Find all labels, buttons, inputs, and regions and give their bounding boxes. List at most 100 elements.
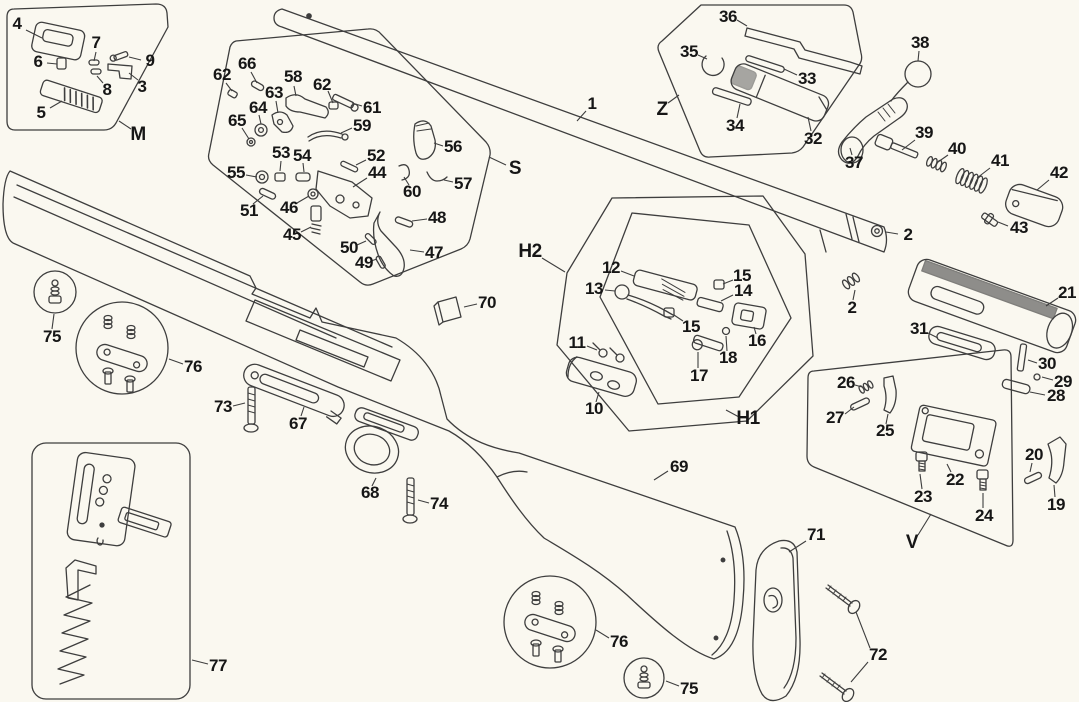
leader-line-29 [1041,376,1054,381]
leader-line-2 [885,231,899,235]
spring-2 [841,272,861,290]
nut-53 [274,172,286,182]
leader-line-4 [25,29,43,39]
bolt-handle-37 [837,97,908,164]
leader-line-5 [49,100,63,109]
leader-line-45 [300,226,312,233]
enclosure-z [657,4,863,158]
leader-line-13 [604,289,616,292]
leader-line-z [667,94,680,104]
leader-line-61 [351,102,363,107]
leader-line-55 [245,174,258,178]
block-16 [731,302,767,330]
leader-line-h2 [541,257,566,273]
leader-line-10 [595,391,600,403]
leader-line-14 [720,294,734,302]
clip-60 [398,164,410,181]
screw-73 [243,386,259,433]
pin-43 [981,212,999,227]
leader-line-52 [355,159,367,166]
loading-platform [928,325,996,361]
sight-base-4 [31,21,86,61]
nut-62b [328,101,339,110]
leader-line-1 [576,110,587,122]
leader-line-58 [293,85,297,97]
bracket-3 [107,63,133,80]
leader-line-21 [1045,297,1059,307]
spring-clip-57 [426,171,448,182]
enclosure-77 [31,442,191,700]
swivel-stud-75-bottom [637,665,651,689]
circle-76-top [75,301,169,395]
leader-line-15 [722,279,734,285]
leader-line-73 [232,402,246,407]
sight-slide-12 [632,269,698,301]
leader-line-48 [411,218,428,222]
leader-line-39 [901,139,916,151]
cylinder-54 [295,172,311,182]
nut-15b [663,307,675,318]
bolt-body-32 [730,63,830,122]
leader-line-16 [753,326,757,335]
leader-line-72 [855,611,871,649]
leader-line-8 [96,75,104,84]
part-28 [1001,378,1031,395]
pin-52 [340,160,359,173]
flat-spring-34 [711,87,752,106]
leader-line-42 [1036,179,1050,191]
leader-line-59 [340,127,353,134]
trigger-housing-44 [315,170,373,219]
screw-24 [976,469,989,491]
circle-75-bottom [623,657,665,699]
trigger-guard-68 [344,407,419,474]
enclosure-m [6,3,169,131]
recoil-pad-71 [752,539,801,702]
pin-48 [394,216,414,228]
lever-56 [413,120,436,160]
sear-bracket-58 [285,94,329,119]
leader-line-60 [403,176,410,186]
rear-sight-5 [39,79,103,114]
leader-line-34 [736,103,741,119]
leader-line-68 [371,477,377,487]
leader-line-62 [225,82,233,92]
ball-18 [721,326,731,336]
leader-line-35 [697,54,708,60]
leaf-spring-59 [307,130,349,142]
swivel-kit-76-bottom [524,590,576,663]
swivel-kit-76-top [96,314,148,393]
leader-line-56 [433,142,444,147]
lever-17 [691,334,724,352]
magazine-frame-22 [910,404,997,467]
rod-33 [745,55,785,73]
leader-line-76 [595,629,610,639]
leader-line-75 [665,680,680,687]
leader-line-51 [252,195,264,205]
leader-line-15 [673,314,684,322]
leader-line-28 [1029,391,1046,396]
leader-line-3 [128,72,139,81]
screw-51 [258,187,277,200]
leader-line-20 [1029,462,1033,473]
screw-9 [109,51,129,62]
leader-line-19 [1053,484,1056,498]
leader-line-18 [725,335,728,352]
leader-line-46 [296,195,310,204]
screw-23 [915,451,928,472]
leader-line-72 [850,661,869,683]
leader-line-70 [463,303,478,308]
leader-line-23 [919,473,923,490]
leader-line-s [488,156,507,166]
nut-15a [713,279,725,290]
leader-line-67 [300,406,305,417]
leader-line-41 [976,167,991,179]
leader-line-37 [849,147,853,156]
pin-30 [1016,343,1028,372]
spacer-70 [433,296,462,326]
leader-line-26 [854,384,863,388]
leader-line-75 [51,313,55,330]
trigger-47 [372,211,405,277]
